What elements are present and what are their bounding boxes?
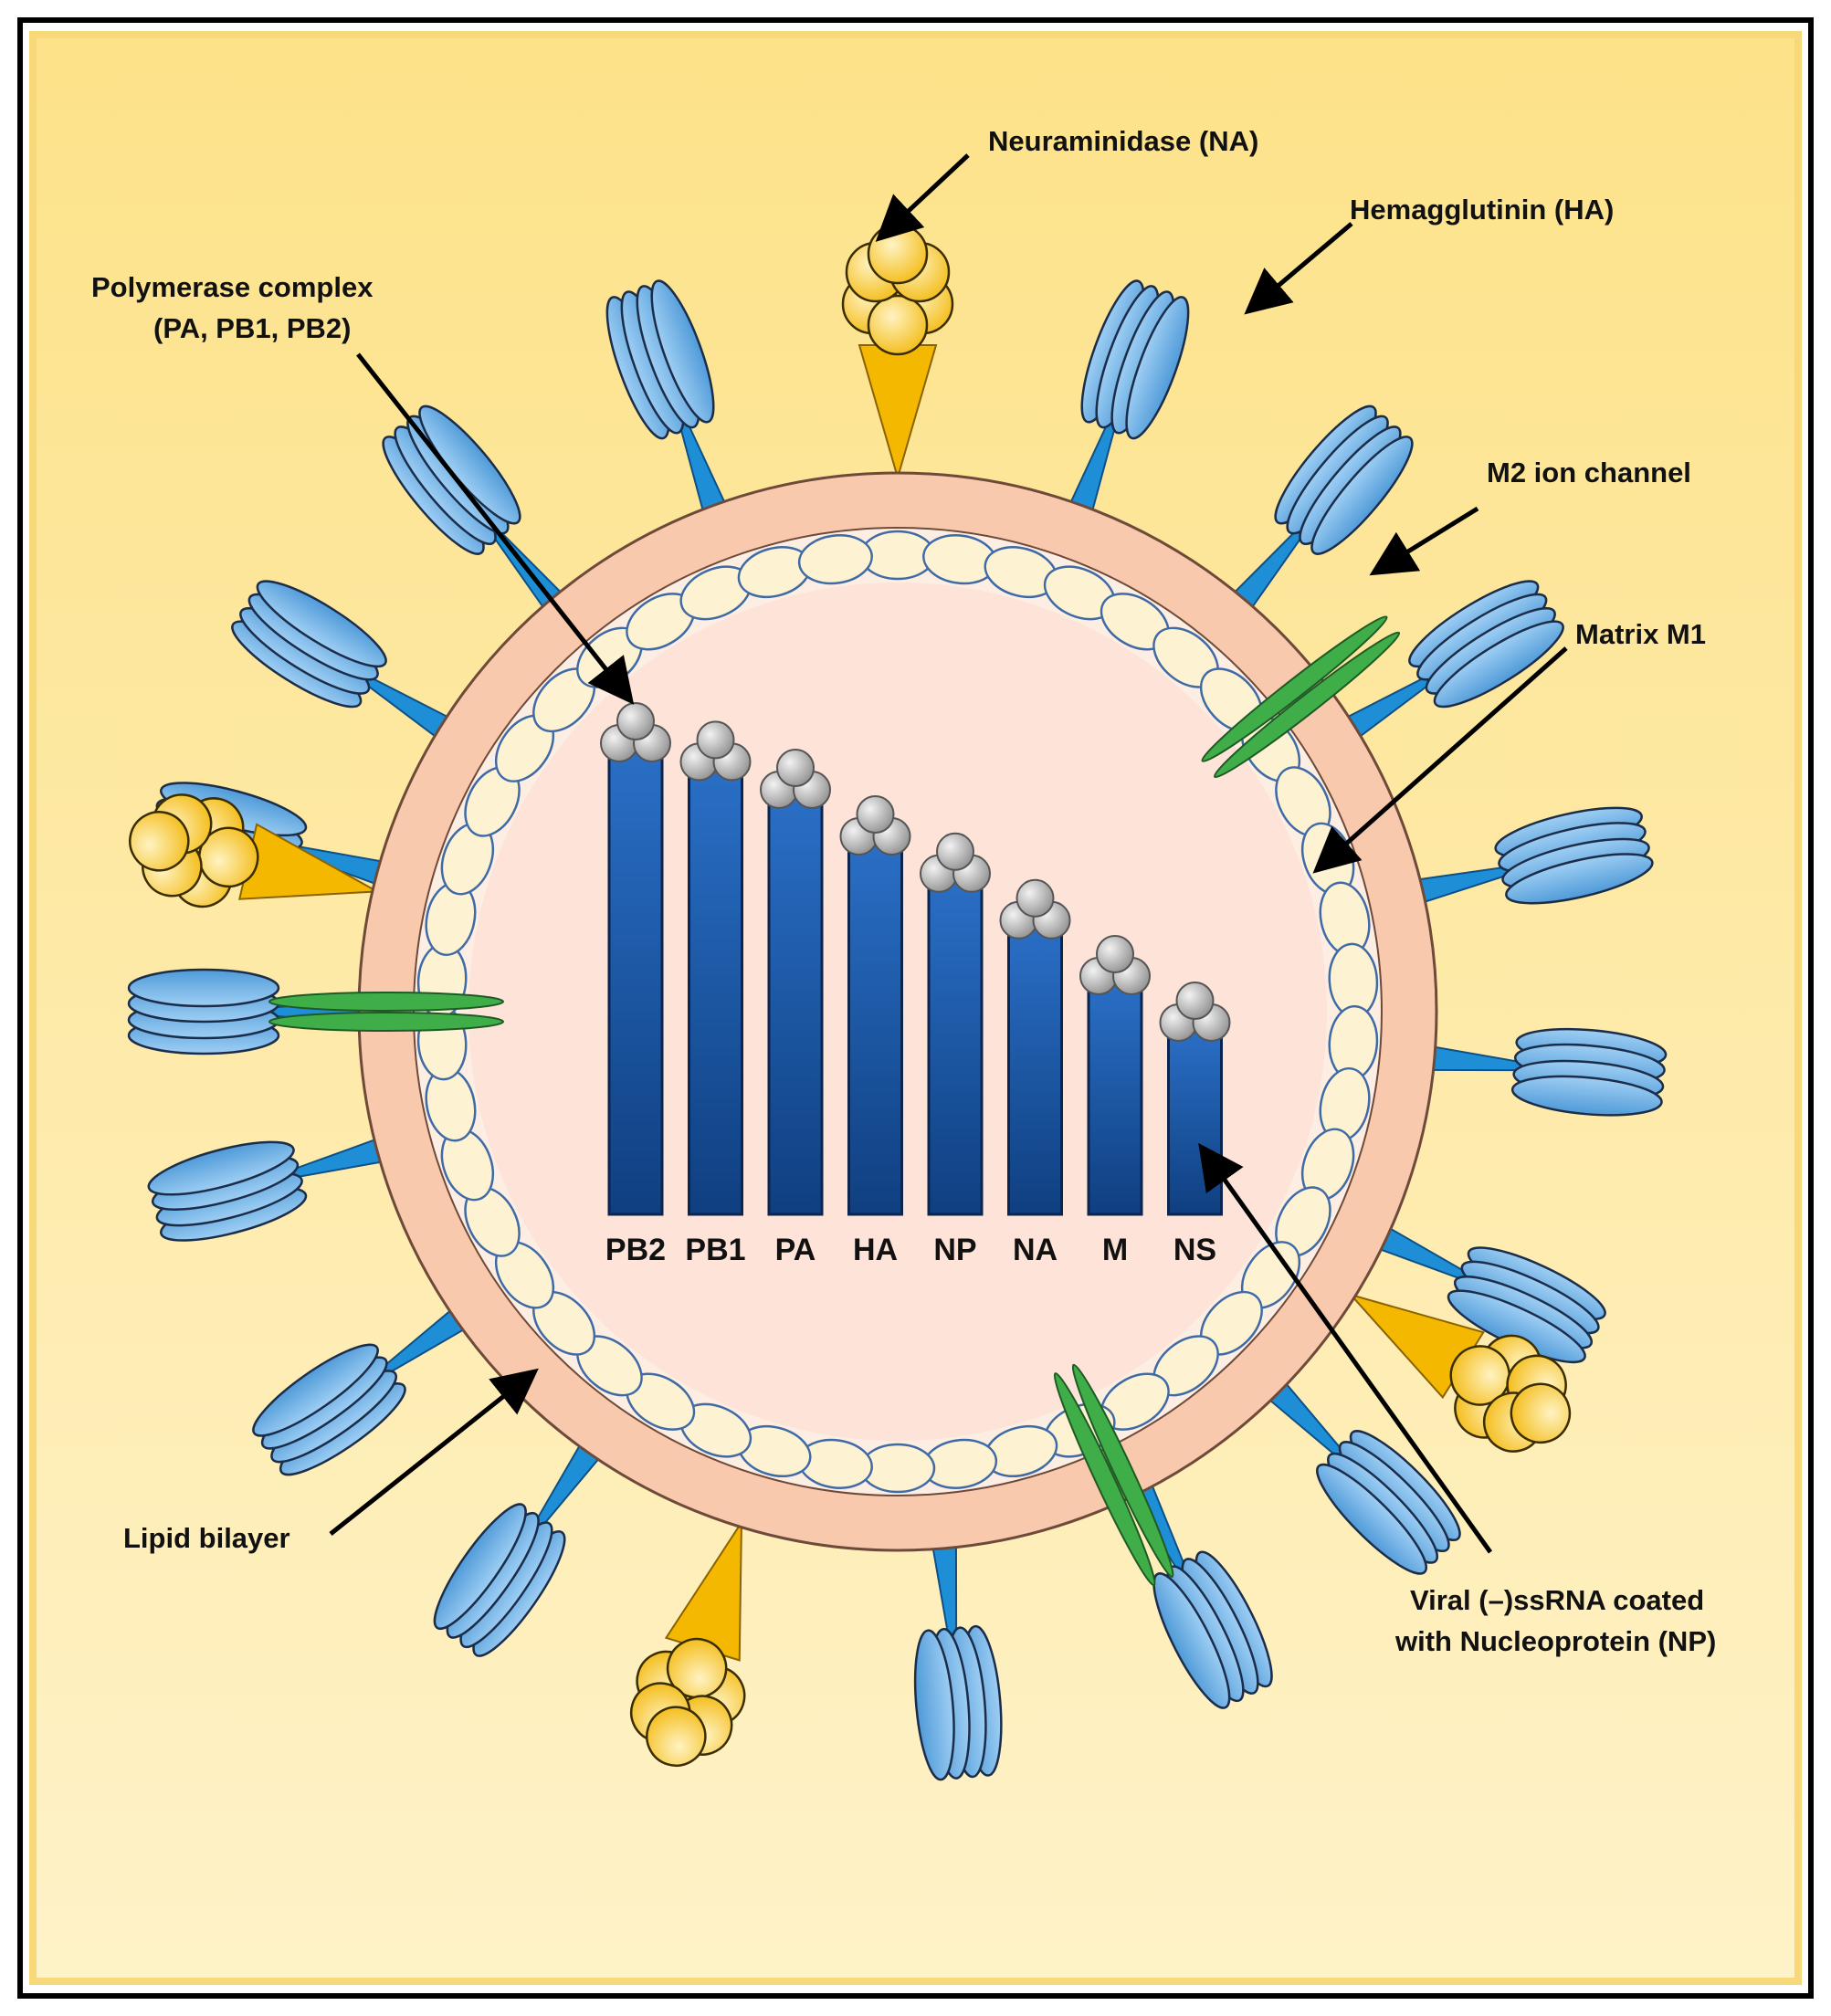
hemagglutinin-spike-icon [913,1541,1003,1781]
rna-segment-bar [607,747,664,1216]
m2-channel-icon [1201,615,1401,779]
outer-frame [17,17,1814,1999]
arrow-matrix [1312,646,1568,874]
envelope-spikes [127,223,1668,1781]
nucleoprotein-bead-icon [1175,982,1215,1020]
rna-segment-bar [767,793,824,1216]
hemagglutinin-spike-icon [252,1307,468,1476]
hemagglutinin-spike-icon [127,968,364,1055]
label-polymerase-line1: Polymerase complex [91,271,374,303]
neuraminidase-spike-icon [129,793,381,908]
rna-segment: HA [839,795,911,1267]
hemagglutinin-spike-icon [147,1137,386,1242]
rna-segment: NS [1159,982,1231,1267]
segment-label: PB1 [685,1233,745,1267]
rna-segment-bar [847,840,903,1216]
segment-label: NP [933,1233,976,1267]
nucleoprotein-bead-icon [936,832,974,871]
label-rna-line1: Viral (–)ssRNA coated [1410,1584,1704,1616]
rna-segment-bar [688,765,743,1216]
neuraminidase-spike-icon [629,1519,746,1767]
hemagglutinin-spike-icon [1375,1225,1606,1364]
hemagglutinin-spike-icon [1427,1027,1668,1117]
rna-segment-bar [927,877,984,1216]
arrow-lipid [329,1368,539,1536]
rna-segment-bar [1167,1026,1223,1216]
nucleoprotein-bead-icon [696,720,735,760]
hemagglutinin-spike-icon [605,279,728,516]
arrow-neuraminidase [875,153,970,242]
label-polymerase-line2: (PA, PB1, PB2) [153,312,351,344]
nucleoprotein-bead-icon [1096,935,1134,973]
label-rna-line2: with Nucleoprotein (NP) [1394,1625,1716,1657]
label-hemagglutinin: Hemagglutinin (HA) [1350,194,1614,226]
segment-label: NA [1013,1233,1058,1267]
hemagglutinin-spike-icon [433,1441,603,1657]
nucleoprotein-bead-icon [1015,878,1055,918]
neuraminidase-spike-icon [1348,1293,1572,1453]
label-m2: M2 ion channel [1487,457,1691,488]
m2-channel-icon [268,992,504,1032]
rna-segment: PB1 [679,720,752,1267]
segment-label: HA [853,1233,898,1267]
label-matrix: Matrix M1 [1575,618,1706,650]
label-lipid: Lipid bilayer [123,1522,290,1554]
rna-segment-bar [1007,924,1063,1216]
rna-segment: NA [999,878,1071,1267]
matrix-m1-protein [797,534,873,585]
arrow-polymerase [356,352,635,705]
arrow-rna [1198,1142,1493,1554]
hemagglutinin-spike-icon [231,580,453,740]
matrix-m1-proteins [416,530,1379,1494]
hemagglutinin-spike-icon [1128,1480,1273,1709]
hemagglutinin-spike-icon [1414,806,1654,905]
rna-segment: PA [760,749,831,1267]
segment-label: PA [775,1233,816,1267]
hemagglutinin-spike-icon [1230,404,1414,612]
callout-arrows [329,153,1568,1554]
nucleoprotein-bead-icon [856,795,895,834]
arrow-hemagglutinin [1244,222,1353,315]
hemagglutinin-spike-icon [1342,580,1564,740]
rna-segment: PB2 [600,702,671,1267]
m2-channel-icon [1053,1363,1174,1587]
rna-segment: NP [920,832,991,1267]
rna-segments: PB2 PB1 PA HA NP NA M NS [600,702,1231,1267]
segment-label: M [1102,1233,1128,1267]
segment-label: NS [1173,1233,1216,1267]
nucleoprotein-bead-icon [616,702,655,740]
nucleoprotein-bead-icon [776,749,815,787]
segment-label: PB2 [605,1233,666,1267]
arrow-m2 [1369,506,1479,576]
hemagglutinin-spike-icon [1068,279,1190,516]
m2-ion-channels [268,615,1401,1587]
rna-segment-bar [1087,980,1143,1216]
rna-segment: M [1079,935,1151,1267]
label-neuraminidase: Neuraminidase (NA) [988,125,1258,157]
